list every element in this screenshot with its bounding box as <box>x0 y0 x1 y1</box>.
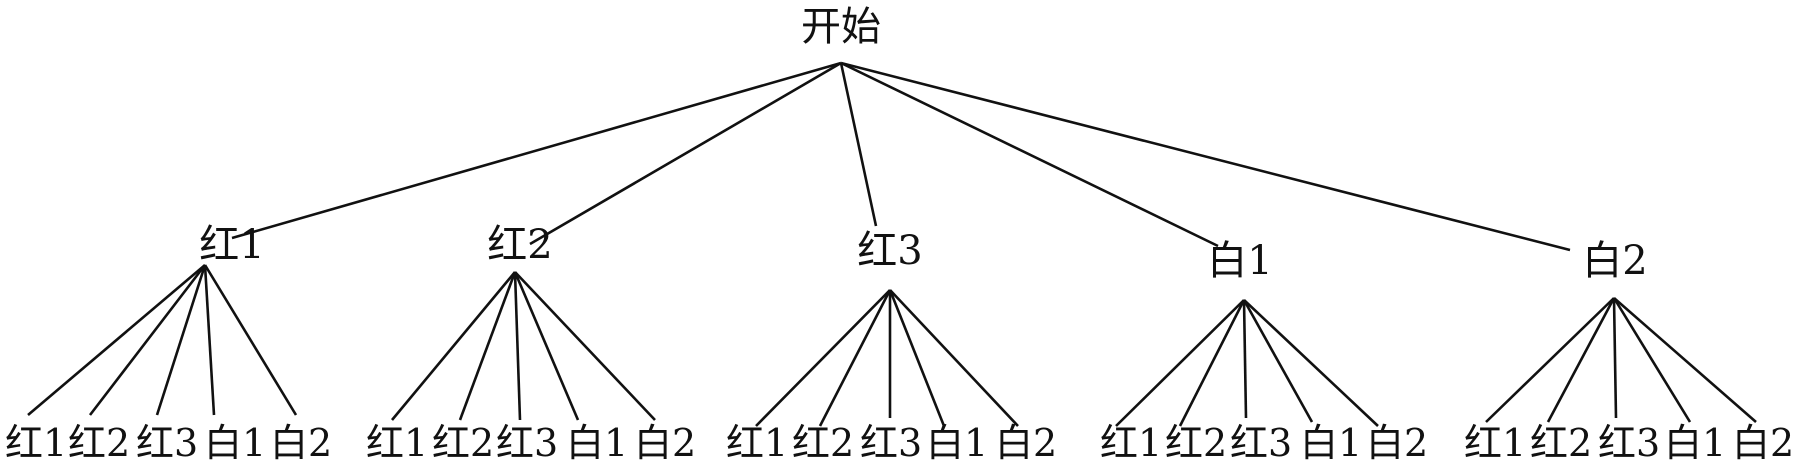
edge-branch-4-to-leaf-3 <box>1242 299 1248 419</box>
edge-branch-4-to-leaf-4 <box>1242 299 1314 423</box>
leaf-label-4-4: 白1 <box>1300 421 1362 465</box>
edge-branch-4-to-leaf-2 <box>1178 299 1246 427</box>
leaf-label-2-3: 红3 <box>496 421 558 465</box>
edge-root-to-branch-2 <box>529 61 842 246</box>
edge-branch-2-to-leaf-5 <box>514 271 656 421</box>
edge-branch-2-to-leaf-3 <box>513 271 522 421</box>
edge-branch-5-to-leaf-2 <box>1546 297 1616 423</box>
branch-label-3: 红3 <box>857 228 922 274</box>
leaf-label-2-2: 红2 <box>432 421 494 465</box>
edge-branch-1-to-leaf-2 <box>88 264 207 416</box>
leaf-label-2-1: 红1 <box>366 421 428 465</box>
leaf-label-4-5: 白2 <box>1366 421 1428 465</box>
branch-label-2: 红2 <box>487 222 552 268</box>
leaf-label-1-3: 红3 <box>136 421 198 465</box>
edge-branch-1-to-leaf-3 <box>155 264 207 416</box>
leaf-label-3-5: 白2 <box>995 421 1057 465</box>
leaf-label-5-4: 白1 <box>1664 421 1726 465</box>
edge-branch-1-to-leaf-5 <box>203 264 298 416</box>
edge-branch-1-to-leaf-1 <box>27 264 206 416</box>
leaf-label-4-1: 红1 <box>1100 421 1162 465</box>
edge-branch-5-to-leaf-5 <box>1613 297 1757 423</box>
edge-branch-4-to-leaf-1 <box>1115 299 1245 427</box>
edge-branch-2-to-leaf-2 <box>458 271 517 421</box>
edge-branch-3-to-leaf-5 <box>889 289 1019 427</box>
leaf-label-4-2: 红2 <box>1165 421 1227 465</box>
leaf-label-5-2: 红2 <box>1530 421 1592 465</box>
edge-branch-2-to-leaf-1 <box>391 271 516 421</box>
edge-root-to-branch-4 <box>840 61 1219 248</box>
leaf-label-1-1: 红1 <box>5 421 67 465</box>
leaf-label-5-3: 红3 <box>1598 421 1660 465</box>
edges-layer <box>27 61 1757 427</box>
leaf-label-2-4: 白1 <box>566 421 628 465</box>
leaf-label-1-5: 白2 <box>270 421 332 465</box>
leaf-label-1-2: 红2 <box>68 421 130 465</box>
leaf-label-3-3: 红3 <box>860 421 922 465</box>
leaf-label-3-1: 红1 <box>726 421 788 465</box>
edge-branch-5-to-leaf-1 <box>1485 297 1615 423</box>
edge-root-to-branch-1 <box>231 61 842 240</box>
edge-branch-3-to-leaf-1 <box>755 289 891 427</box>
branch-label-1: 红1 <box>199 222 264 268</box>
edge-branch-2-to-leaf-4 <box>513 271 580 421</box>
edge-branch-3-to-leaf-4 <box>888 289 946 427</box>
edge-branch-4-to-leaf-5 <box>1243 299 1379 427</box>
leaf-label-2-5: 白2 <box>634 421 696 465</box>
leaf-label-5-5: 白2 <box>1732 421 1794 465</box>
branch-label-4: 白1 <box>1207 238 1272 284</box>
edge-branch-5-to-leaf-4 <box>1612 297 1692 423</box>
leaf-label-5-1: 红1 <box>1464 421 1526 465</box>
leaf-label-4-3: 红3 <box>1230 421 1292 465</box>
edge-root-to-branch-5 <box>840 61 1571 252</box>
edge-branch-1-to-leaf-4 <box>203 264 216 416</box>
root-label: 开始 <box>801 4 881 50</box>
leaf-label-1-4: 白1 <box>204 421 266 465</box>
edge-root-to-branch-3 <box>839 62 878 227</box>
branch-label-5: 白2 <box>1582 238 1647 284</box>
leaf-label-3-2: 红2 <box>792 421 854 465</box>
edge-branch-5-to-leaf-3 <box>1612 297 1618 419</box>
edge-branch-3-to-leaf-2 <box>818 289 892 427</box>
leaf-label-3-4: 白1 <box>926 421 988 465</box>
